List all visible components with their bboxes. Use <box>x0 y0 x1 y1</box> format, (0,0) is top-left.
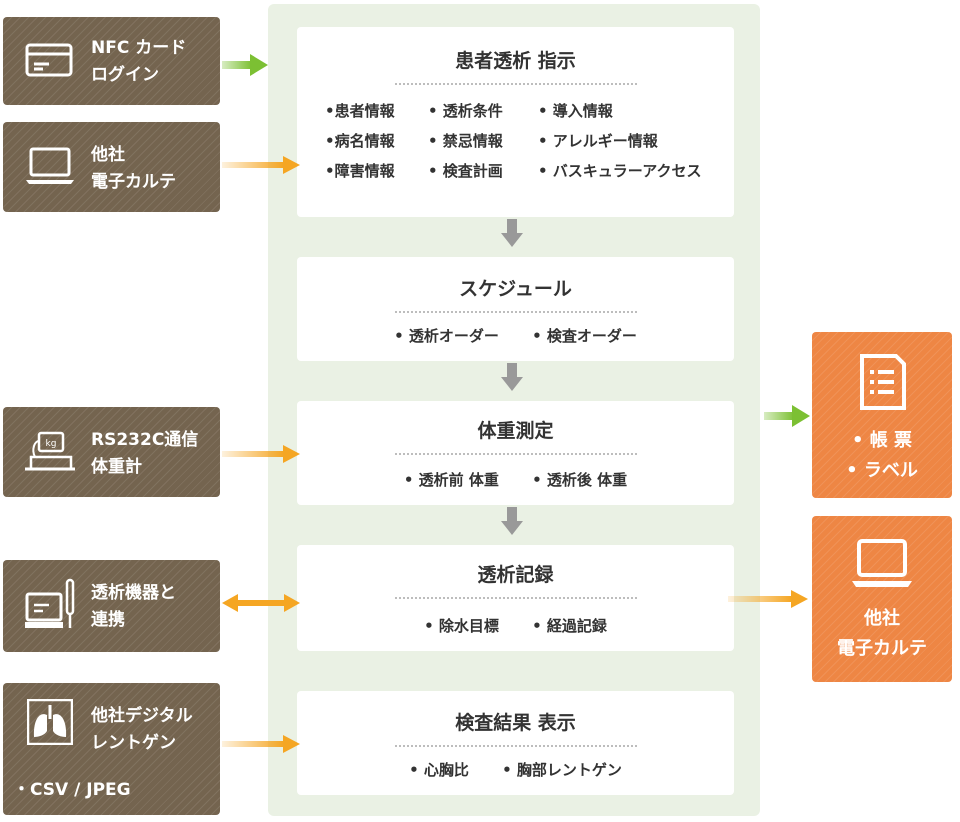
arrow-down <box>501 363 523 391</box>
source-device-line2: 連携 <box>91 610 125 630</box>
list-item: • アレルギー情報 <box>538 132 658 150</box>
source-xray-line1: 他社デジタル <box>91 706 193 726</box>
arrow-xray <box>222 735 300 753</box>
card-dialysis-record: 透析記録 • 除水目標 • 経過記録 <box>297 545 734 651</box>
card-schedule: スケジュール • 透析オーダー • 検査オーダー <box>297 257 734 361</box>
document-icon <box>812 354 952 414</box>
divider <box>394 311 637 313</box>
arrow-emr <box>222 156 300 174</box>
source-scale-line1: RS232C通信 <box>91 430 199 450</box>
list-item: • 胸部レントゲン <box>502 761 622 779</box>
list-item: • 検査オーダー <box>532 327 637 345</box>
list-item: • 透析前 体重 <box>403 471 499 489</box>
list-item: • バスキュラーアクセス <box>538 162 702 180</box>
source-scale: kg RS232C通信 体重計 <box>3 407 220 497</box>
monitor-icon <box>25 578 77 636</box>
list-item: • 透析後 体重 <box>532 471 628 489</box>
output-report-line1: • 帳 票 <box>851 430 913 451</box>
list-item: • 除水目標 <box>424 617 499 635</box>
divider <box>394 745 637 747</box>
source-other-emr: 他社 電子カルテ <box>3 122 220 212</box>
list-item: • 導入情報 <box>538 102 613 120</box>
list-item: • 禁忌情報 <box>428 132 503 150</box>
arrow-nfc <box>222 54 268 76</box>
divider <box>394 83 637 85</box>
list-item: •患者情報 <box>325 102 395 120</box>
source-device-line1: 透析機器と <box>91 583 176 603</box>
card-dialysis-instruction: 患者透析 指示 •患者情報 • 透析条件 • 導入情報 •病名情報 • 禁忌情報… <box>297 27 734 217</box>
source-emr-line2: 電子カルテ <box>91 172 176 192</box>
scale-icon-label: kg <box>46 439 57 449</box>
laptop-icon <box>812 538 952 594</box>
arrow-scale <box>222 445 300 463</box>
list-item: • 透析オーダー <box>394 327 499 345</box>
card-schedule-title: スケジュール <box>459 278 572 300</box>
laptop-icon <box>25 146 75 190</box>
source-dialysis-device: 透析機器と 連携 <box>3 560 220 652</box>
output-emr-line2: 電子カルテ <box>837 638 927 659</box>
output-other-emr: 他社 電子カルテ <box>812 516 952 682</box>
list-item: • 心胸比 <box>409 761 469 779</box>
card-record-title: 透析記録 <box>477 564 554 586</box>
arrow-to-emr <box>728 590 808 608</box>
list-item: •病名情報 <box>325 132 395 150</box>
output-emr-line1: 他社 <box>864 608 900 629</box>
output-report-line2: • ラベル <box>846 460 918 481</box>
arrow-down <box>501 219 523 247</box>
source-nfc-login: NFC カード ログイン <box>3 17 220 105</box>
list-item: • 透析条件 <box>428 102 503 120</box>
divider <box>394 453 637 455</box>
output-report-label: • 帳 票 • ラベル <box>812 332 952 498</box>
divider <box>394 597 637 599</box>
list-item: • 経過記録 <box>532 617 607 635</box>
arrow-to-report <box>764 405 810 427</box>
list-item: • 検査計画 <box>428 162 503 180</box>
card-weight: 体重測定 • 透析前 体重 • 透析後 体重 <box>297 401 734 505</box>
card-exam-title: 検査結果 表示 <box>455 712 576 734</box>
source-xray-line2: レントゲン <box>91 733 176 753</box>
card-instruction-title: 患者透析 指示 <box>455 50 576 72</box>
card-exam-results: 検査結果 表示 • 心胸比 • 胸部レントゲン <box>297 691 734 795</box>
list-item: •障害情報 <box>325 162 395 180</box>
source-scale-line2: 体重計 <box>91 457 142 477</box>
card-icon <box>25 41 73 83</box>
source-emr-line1: 他社 <box>91 145 125 165</box>
arrow-device-bidirectional <box>222 594 300 612</box>
arrow-down <box>501 507 523 535</box>
source-digital-xray: 他社デジタル レントゲン ・CSV / JPEG <box>3 683 220 815</box>
source-xray-line3: ・CSV / JPEG <box>13 780 131 800</box>
source-nfc-line2: ログイン <box>91 65 159 85</box>
scale-icon: kg <box>21 429 77 477</box>
card-weight-title: 体重測定 <box>477 420 554 442</box>
lungs-icon <box>26 698 74 749</box>
source-nfc-line1: NFC カード <box>91 38 187 58</box>
